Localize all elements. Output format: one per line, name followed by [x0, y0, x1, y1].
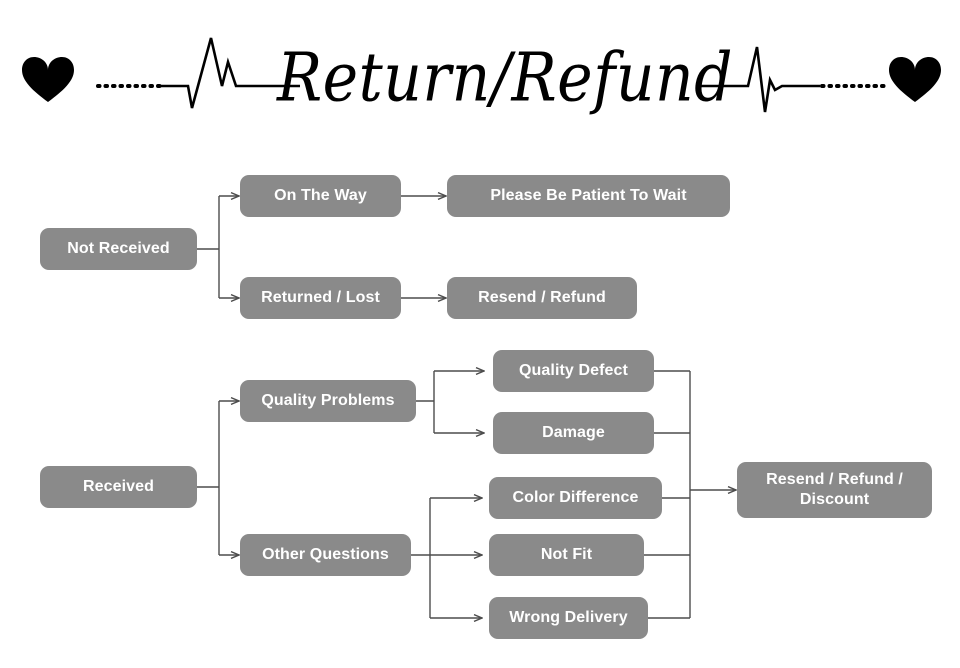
node-resend-refund[interactable]: Resend / Refund: [447, 277, 637, 319]
node-color-difference[interactable]: Color Difference: [489, 477, 662, 519]
outcome-line-2: Discount: [799, 491, 870, 508]
node-received[interactable]: Received: [40, 466, 197, 508]
node-not-fit[interactable]: Not Fit: [489, 534, 644, 576]
flowchart-connectors: [197, 150, 960, 668]
node-resend-refund-discount[interactable]: Resend / Refund / Discount: [737, 462, 932, 518]
header-banner: Return/Refund: [0, 0, 960, 150]
ekg-pulse-left: [160, 37, 300, 109]
heart-icon: [889, 57, 941, 102]
page-title: Return/Refund: [276, 38, 734, 118]
banner-decoration-svg: [22, 37, 941, 113]
ekg-pulse-right: [700, 46, 820, 113]
node-on-the-way[interactable]: On The Way: [240, 175, 401, 217]
node-wrong-delivery[interactable]: Wrong Delivery: [489, 597, 648, 639]
node-quality-defect[interactable]: Quality Defect: [493, 350, 654, 392]
node-not-received[interactable]: Not Received: [40, 228, 197, 270]
outcome-line-1: Resend / Refund /: [766, 471, 903, 488]
node-please-be-patient-to-wait[interactable]: Please Be Patient To Wait: [447, 175, 730, 217]
flowchart: Not Received On The Way Please Be Patien…: [0, 150, 960, 668]
node-quality-problems[interactable]: Quality Problems: [240, 380, 416, 422]
node-other-questions[interactable]: Other Questions: [240, 534, 411, 576]
heart-icon: [22, 57, 74, 102]
node-damage[interactable]: Damage: [493, 412, 654, 454]
node-returned-lost[interactable]: Returned / Lost: [240, 277, 401, 319]
